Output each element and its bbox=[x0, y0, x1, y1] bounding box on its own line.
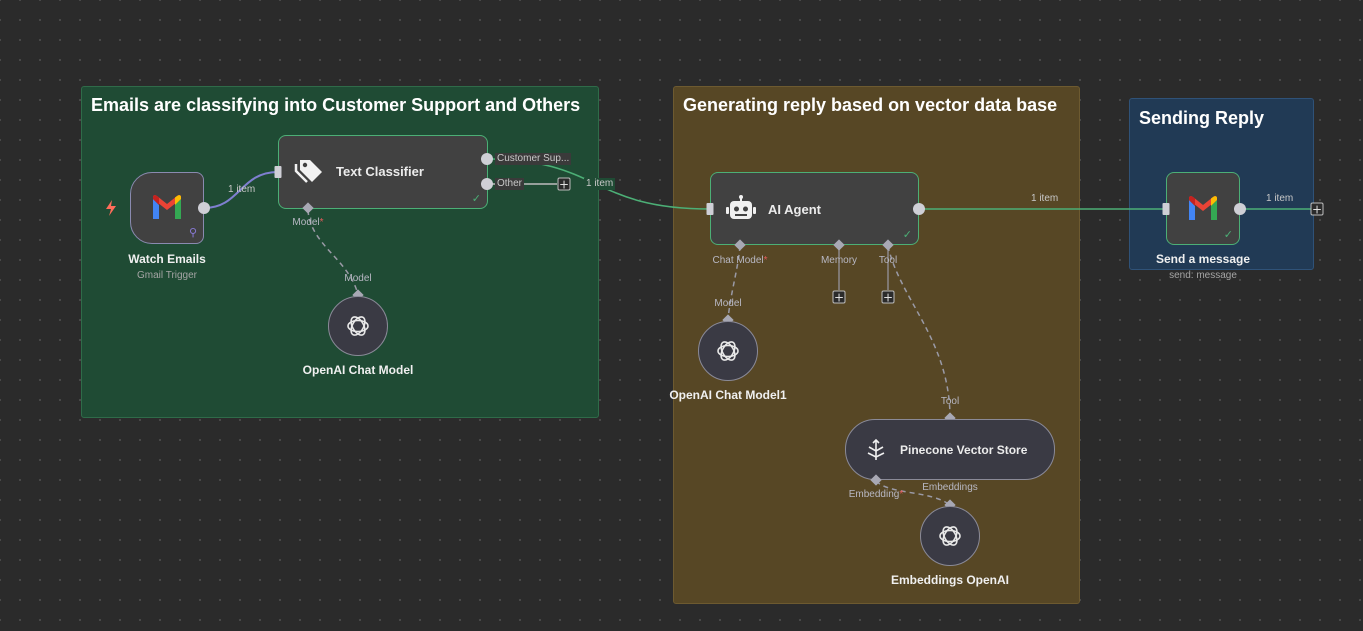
text-classifier-input-port[interactable] bbox=[274, 166, 282, 178]
node-label: Send a message bbox=[1155, 252, 1251, 266]
node-pinecone-vector-store[interactable]: Pinecone Vector Store bbox=[845, 419, 1055, 480]
watch-emails-output-port[interactable] bbox=[198, 202, 210, 214]
gmail-icon bbox=[151, 195, 183, 226]
connection-label: 1 item bbox=[1264, 193, 1296, 205]
node-label: OpenAI Chat Model1 bbox=[669, 388, 787, 402]
model-port-label: Model bbox=[714, 298, 742, 309]
embedding-port-label: Embedding* bbox=[848, 489, 904, 500]
add-tool-plus-icon[interactable]: + bbox=[881, 290, 895, 305]
embeddings-port-label: Embeddings bbox=[922, 482, 978, 493]
output-label-other: Other bbox=[495, 178, 525, 190]
node-openai-chat-model[interactable] bbox=[328, 296, 388, 356]
group-title: Generating reply based on vector data ba… bbox=[683, 95, 1058, 115]
model-port-label: Model bbox=[344, 273, 372, 284]
node-label: OpenAI Chat Model bbox=[302, 363, 414, 377]
node-watch-emails[interactable]: ⚲ bbox=[130, 172, 204, 244]
group-title: Sending Reply bbox=[1139, 108, 1265, 128]
ai-agent-input-port[interactable] bbox=[706, 203, 714, 215]
send-message-input-port[interactable] bbox=[1162, 203, 1170, 215]
add-memory-plus-icon[interactable]: + bbox=[832, 290, 846, 305]
output-label-customer-support: Customer Sup... bbox=[495, 153, 572, 165]
connection-label: 1 item bbox=[584, 178, 616, 190]
ai-agent-output-port[interactable] bbox=[913, 203, 925, 215]
openai-icon bbox=[939, 526, 961, 546]
node-sublabel: Gmail Trigger bbox=[136, 270, 198, 281]
debug-icon: ⚲ bbox=[188, 227, 197, 239]
node-sublabel: send: message bbox=[1169, 270, 1237, 281]
gmail-icon bbox=[1187, 196, 1219, 227]
check-icon: ✓ bbox=[1223, 229, 1233, 241]
node-label: Text Classifier bbox=[336, 164, 424, 179]
robot-icon bbox=[725, 194, 757, 229]
output-port-customer-support[interactable] bbox=[481, 153, 493, 165]
connection-label: 1 item bbox=[228, 184, 256, 195]
tool-port-label: Tool bbox=[940, 396, 960, 407]
openai-icon bbox=[347, 316, 369, 336]
node-openai-chat-model1[interactable] bbox=[698, 321, 758, 381]
node-send-message[interactable]: ✓ bbox=[1166, 172, 1240, 245]
node-label: Embeddings OpenAI bbox=[890, 573, 1010, 587]
memory-port-label: Memory bbox=[820, 255, 858, 266]
node-label: AI Agent bbox=[768, 202, 821, 217]
connection-label: 1 item bbox=[1029, 193, 1061, 205]
add-node-plus-icon[interactable]: + bbox=[1310, 202, 1324, 217]
output-port-other[interactable] bbox=[481, 178, 493, 190]
node-label: Pinecone Vector Store bbox=[900, 443, 1028, 457]
model-port-label: Model* bbox=[292, 217, 324, 228]
node-ai-agent[interactable]: AI Agent ✓ bbox=[710, 172, 919, 245]
node-label: Watch Emails bbox=[128, 252, 206, 266]
check-icon: ✓ bbox=[471, 193, 481, 205]
chat-model-port-label: Chat Model* bbox=[712, 255, 768, 266]
tag-icon bbox=[292, 158, 324, 191]
pinecone-icon bbox=[864, 438, 888, 467]
tool-port-label: Tool bbox=[878, 255, 898, 266]
node-embeddings-openai[interactable] bbox=[920, 506, 980, 566]
openai-icon bbox=[717, 341, 739, 361]
trigger-lightning-icon bbox=[104, 199, 118, 217]
send-message-output-port[interactable] bbox=[1234, 203, 1246, 215]
node-text-classifier[interactable]: Text Classifier ✓ bbox=[278, 135, 488, 209]
check-icon: ✓ bbox=[902, 229, 912, 241]
add-node-plus-icon[interactable]: + bbox=[557, 177, 571, 192]
group-title: Emails are classifying into Customer Sup… bbox=[91, 95, 581, 115]
